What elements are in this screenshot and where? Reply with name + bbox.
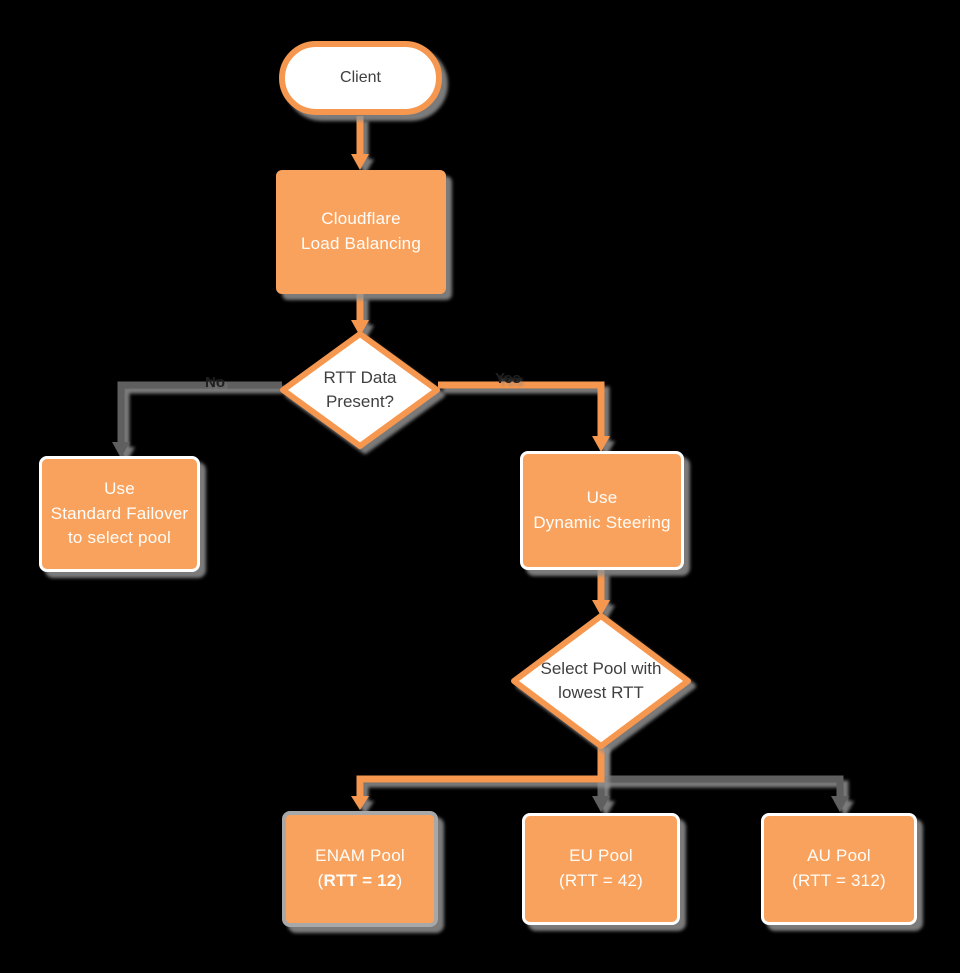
- select-pool-diamond: [511, 613, 691, 749]
- load-balancing-line1: Cloudflare: [321, 209, 401, 229]
- enam-rtt-value: RTT = 12: [323, 871, 397, 890]
- edge-dynamic-to-selectpool: [592, 570, 610, 616]
- select-pool-line1: Select Pool: [540, 659, 627, 678]
- rtt-decision-diamond: [280, 331, 440, 449]
- edge-selectpool-to-eu: [592, 779, 610, 812]
- edge-no-to-standard-failover: [112, 381, 282, 458]
- edge-yes-to-dynamic-steering: [438, 381, 610, 452]
- node-au-pool: AU Pool (RTT = 312): [761, 813, 917, 925]
- load-balancing-line2: Load Balancing: [300, 234, 421, 253]
- dynamic-steering-line1: Use: [586, 487, 618, 507]
- edge-label-no: No: [205, 374, 225, 391]
- eu-pool-line1: EU Pool: [569, 846, 633, 866]
- enam-paren-open: (: [317, 871, 324, 890]
- enam-pool-line2: (RTT = 12): [318, 869, 403, 894]
- rtt-decision-line1: RTT Data: [323, 368, 397, 387]
- node-dynamic-steering: Use Dynamic Steering: [520, 451, 684, 570]
- edge-client-to-loadbalancing: [351, 116, 369, 170]
- node-client: Client: [279, 41, 442, 115]
- au-pool-line1: AU Pool: [807, 846, 871, 866]
- edge-loadbalancing-to-rttdecision: [351, 294, 369, 336]
- edge-selectpool-to-enam: [351, 743, 605, 810]
- node-eu-pool: EU Pool (RTT = 42): [522, 813, 680, 925]
- node-load-balancing: Cloudflare Load Balancing: [276, 170, 446, 294]
- enam-paren-close: ): [396, 871, 403, 890]
- select-pool-line2: with lowest RTT: [558, 659, 662, 702]
- standard-failover-line1: Use: [104, 479, 135, 499]
- node-select-pool-label: Select Pool with lowest RTT: [515, 657, 687, 705]
- standard-failover-line2: Standard Failover: [50, 503, 189, 523]
- standard-failover-line3: to select pool: [68, 528, 171, 548]
- edge-selectpool-to-au: [597, 743, 849, 812]
- node-enam-pool: ENAM Pool (RTT = 12): [282, 811, 438, 927]
- node-standard-failover: Use Standard Failover to select pool: [39, 456, 200, 572]
- rtt-decision-line2: Present?: [325, 391, 395, 411]
- node-client-label: Client: [340, 69, 381, 86]
- au-pool-line2: (RTT = 312): [792, 871, 886, 890]
- node-rtt-decision-label: RTT Data Present?: [292, 366, 428, 414]
- edge-label-yes: Yes: [495, 370, 521, 387]
- enam-pool-line1: ENAM Pool: [315, 846, 405, 866]
- dynamic-steering-line2: Dynamic Steering: [533, 512, 671, 532]
- eu-pool-line2: (RTT = 42): [558, 871, 644, 890]
